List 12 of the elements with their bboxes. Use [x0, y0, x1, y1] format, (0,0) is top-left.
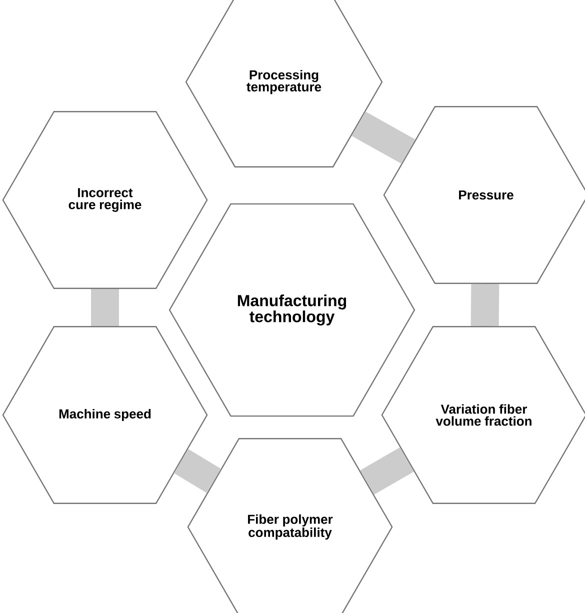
- hexagon: Fiber polymer compatability: [187, 438, 393, 613]
- connector-band: [91, 289, 119, 326]
- connector-band: [360, 447, 414, 495]
- hexagon: Variation fiber volume fraction: [381, 326, 585, 504]
- hexagon: Processing temperature: [185, 0, 383, 168]
- connector-band: [174, 449, 222, 493]
- hexagon: Machine speed: [2, 326, 208, 504]
- hexagon: Pressure: [383, 106, 585, 284]
- connector-band: [352, 112, 416, 164]
- hexagon: Manufacturing technology: [168, 203, 416, 417]
- connector-band: [470, 284, 500, 326]
- hexagon: Incorrect cure regime: [2, 111, 208, 289]
